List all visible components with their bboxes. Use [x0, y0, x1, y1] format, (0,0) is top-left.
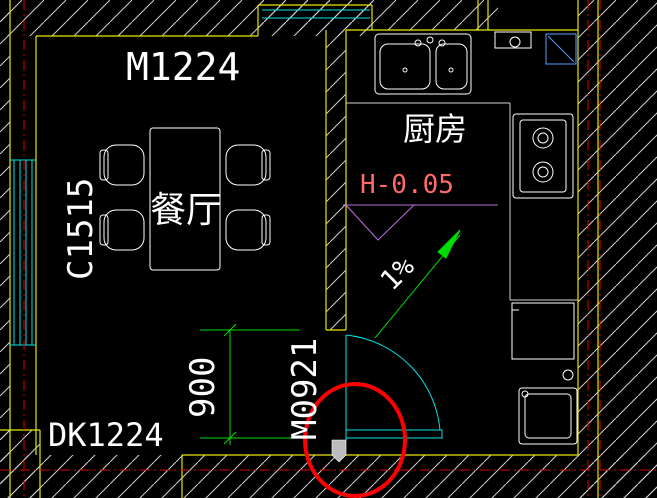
kitchen-appliances: [511, 302, 578, 445]
dining-table-icon: [149, 127, 221, 271]
wall-outlines: [0, 0, 599, 498]
window-c1515: [10, 159, 36, 346]
label-dining-room: 餐厅: [150, 190, 222, 231]
elevation-symbol: [343, 204, 498, 241]
label-kitchen-door: M0921: [285, 338, 325, 440]
kitchen-partitions: [346, 102, 578, 301]
double-sink-icon: [374, 33, 472, 95]
label-bottom-door: DK1224: [48, 416, 164, 454]
label-kitchen: 厨房: [403, 110, 467, 148]
dimension-900: [200, 323, 300, 445]
label-window: C1515: [61, 178, 101, 280]
label-elevation: H-0.05: [360, 170, 454, 200]
label-slope: 1%: [374, 250, 421, 297]
chair-icon: [99, 144, 271, 251]
annotation-circle: [303, 382, 407, 498]
kitchen-door-swing: [345, 334, 443, 440]
top-opening: [262, 9, 370, 19]
stove-icon: [512, 113, 574, 199]
door-marker: [331, 439, 347, 463]
basin-icon: [494, 31, 577, 65]
label-top-door: M1224: [126, 45, 240, 89]
label-dimension: 900: [183, 357, 223, 418]
slope-arrow: [374, 229, 461, 339]
